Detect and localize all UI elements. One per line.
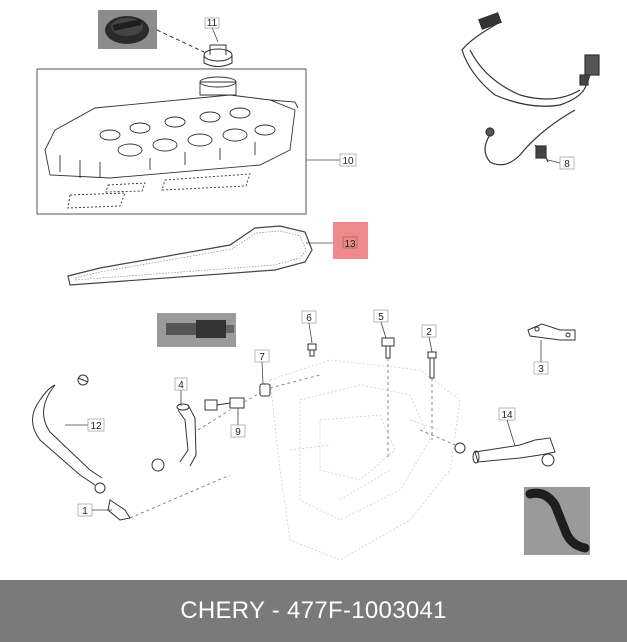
hose-photo bbox=[524, 487, 590, 555]
oil-cap-drawing bbox=[156, 29, 233, 67]
callout-13-highlight bbox=[333, 222, 368, 259]
callout-label-13: 13 bbox=[344, 239, 356, 250]
callout-13: 13 bbox=[306, 222, 368, 259]
bolt-5-drawing bbox=[381, 337, 395, 460]
part-number-caption: CHERY - 477F-1003041 bbox=[180, 597, 447, 624]
callout-3: 3 bbox=[533, 340, 549, 375]
hose-12-drawing bbox=[32, 374, 106, 494]
gasket-drawing bbox=[67, 225, 313, 286]
hose-4-drawing bbox=[151, 403, 231, 472]
callout-label-4: 4 bbox=[178, 380, 184, 391]
callout-14: 14 bbox=[498, 407, 516, 447]
footer-bar: CHERY - 477F-1003041 bbox=[0, 580, 627, 642]
parts-diagram: 11 10 bbox=[32, 10, 600, 561]
callout-label-11: 11 bbox=[207, 18, 218, 29]
fitting-1-drawing bbox=[107, 474, 231, 521]
bracket-3-drawing bbox=[527, 323, 576, 341]
callout-12: 12 bbox=[65, 418, 105, 432]
callout-label-3: 3 bbox=[538, 364, 544, 375]
pcv-valve-photo bbox=[157, 313, 236, 347]
hose-14-drawing bbox=[419, 429, 556, 467]
sensor-harness-drawing bbox=[461, 12, 600, 166]
callout-label-6: 6 bbox=[306, 313, 312, 324]
valve-cover-frame bbox=[36, 68, 307, 215]
callout-label-10: 10 bbox=[342, 156, 354, 167]
engine-block-ghost bbox=[269, 359, 461, 561]
callout-label-8: 8 bbox=[564, 159, 570, 170]
valve-cover-drawing bbox=[44, 76, 299, 209]
stud-2-drawing bbox=[427, 351, 437, 440]
callout-8: 8 bbox=[547, 156, 575, 170]
callout-label-1: 1 bbox=[82, 506, 88, 517]
callout-10: 10 bbox=[306, 153, 357, 167]
callout-label-2: 2 bbox=[426, 327, 432, 338]
valve-9-drawing bbox=[204, 392, 261, 411]
callout-label-7: 7 bbox=[259, 352, 265, 363]
callout-6: 6 bbox=[301, 310, 317, 344]
callout-5: 5 bbox=[373, 309, 389, 339]
callout-label-9: 9 bbox=[235, 427, 241, 438]
bolt-6-drawing bbox=[307, 343, 317, 357]
callout-9: 9 bbox=[230, 408, 246, 438]
callout-label-14: 14 bbox=[501, 410, 513, 421]
callout-label-12: 12 bbox=[90, 421, 102, 432]
callout-4: 4 bbox=[174, 377, 188, 406]
callout-2: 2 bbox=[421, 324, 437, 353]
oil-cap-photo bbox=[98, 10, 157, 49]
callout-label-5: 5 bbox=[378, 312, 384, 323]
callout-7: 7 bbox=[254, 349, 270, 385]
callout-1: 1 bbox=[77, 503, 112, 517]
callout-11: 11 bbox=[204, 17, 220, 43]
grommet-7-drawing bbox=[259, 374, 321, 397]
